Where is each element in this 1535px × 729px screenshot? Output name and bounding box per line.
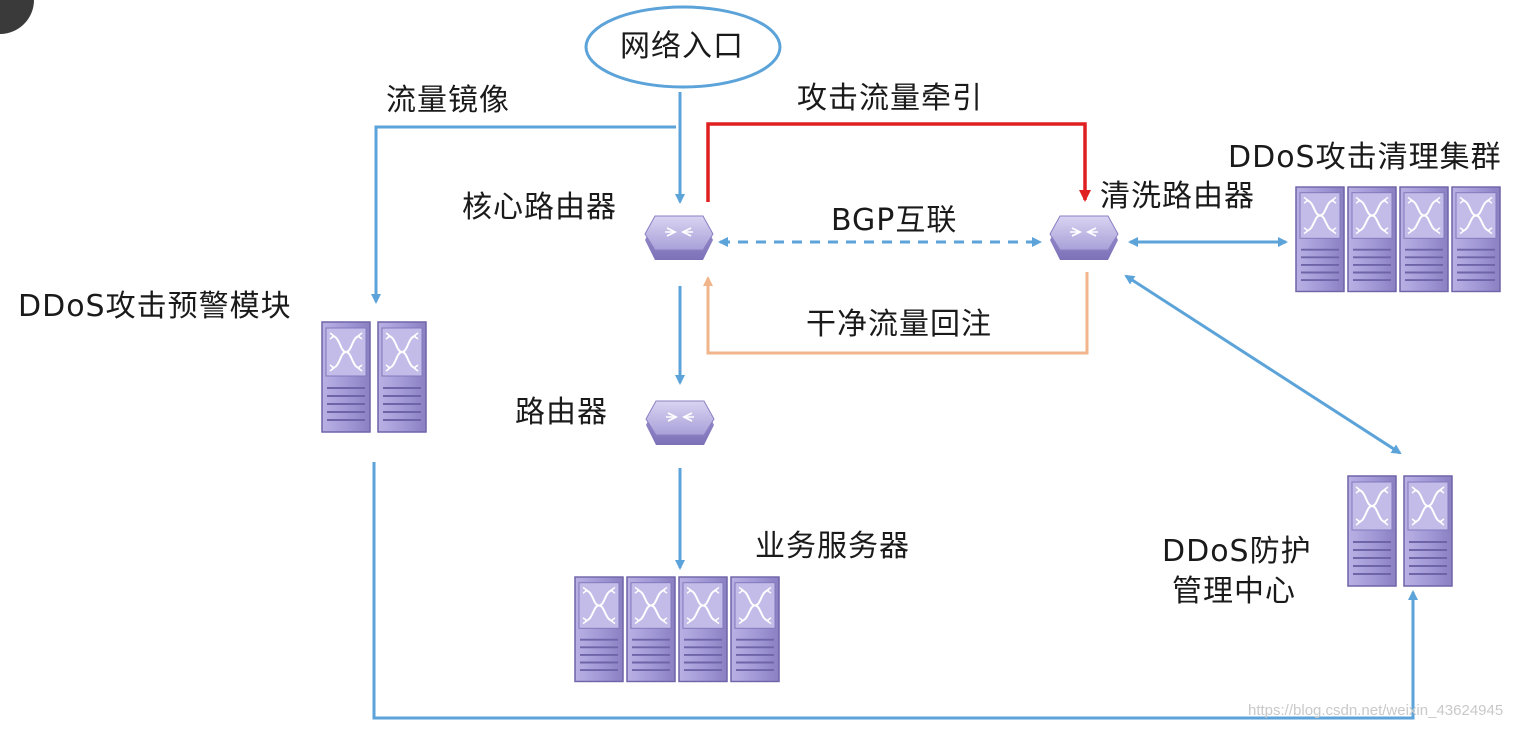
core-router-icon [644, 215, 714, 261]
warning-to-mgmt-line [372, 462, 1418, 720]
attack-divert-line [706, 122, 1091, 202]
mgmt-label-line2: 管理中心 [1172, 574, 1296, 609]
network-entry-node [584, 5, 782, 89]
router-icon [645, 400, 715, 446]
watermark-text: https://blog.csdn.net/weixin_43624945 [1248, 702, 1504, 719]
mgmt-label-line1: DDoS防护 [1162, 534, 1312, 569]
mirror-flow-line [371, 125, 676, 304]
cleaning-cluster-rack [1295, 186, 1501, 293]
router-label: 路由器 [515, 395, 608, 430]
mgmt-center-rack [1347, 475, 1453, 587]
business-servers-rack [574, 576, 780, 683]
bgp-label: BGP互联 [831, 203, 958, 238]
mirror-label: 流量镜像 [386, 83, 510, 118]
warning-module-rack [321, 321, 427, 433]
servers-label: 业务服务器 [755, 529, 910, 564]
reinject-label: 干净流量回注 [806, 307, 992, 342]
warning-label: DDoS攻击预警模块 [18, 289, 292, 324]
core-router-label: 核心路由器 [462, 190, 617, 225]
clean-reinject-line [703, 272, 1089, 355]
scrub-to-mgmt-link [1124, 274, 1402, 455]
scrub-router-label: 清洗路由器 [1100, 179, 1255, 214]
scrub-router-icon [1049, 215, 1119, 261]
divert-label: 攻击流量牵引 [797, 81, 983, 116]
entry-label: 网络入口 [620, 29, 744, 64]
cluster-label: DDoS攻击清理集群 [1228, 140, 1502, 175]
